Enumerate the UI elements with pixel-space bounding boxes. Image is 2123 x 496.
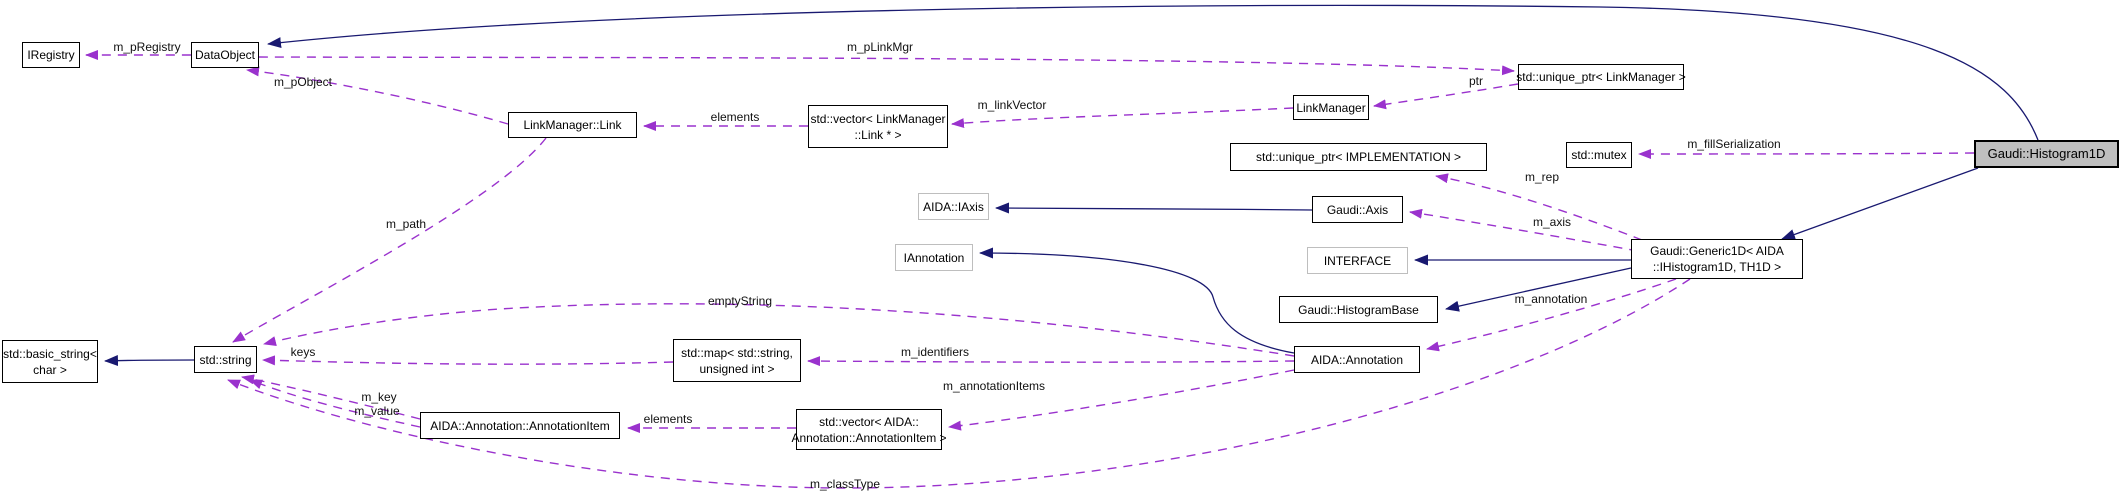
edge-m-value-usage-arrow [249, 379, 421, 428]
node-label-line: ::IHistogram1D, TH1D > [1652, 260, 1782, 274]
edge-m-identifiers-usage-arrow [807, 356, 1295, 367]
node-label-line: Gaudi::Generic1D< AIDA [1650, 244, 1784, 258]
edge-label-m-identifiers: m_identifiers [900, 345, 970, 359]
node-label-line: std::vector< LinkManager [810, 111, 946, 126]
node-label-line: Annotation::AnnotationItem > [791, 430, 947, 445]
edge-label-m-pobject: m_pObject [273, 75, 333, 89]
node-dataobject[interactable]: DataObject [191, 42, 259, 68]
node-aida-iaxis: AIDA::IAxis [918, 193, 989, 220]
node-interface: INTERFACE [1307, 247, 1408, 274]
edge-emptystring-usage-arrow [263, 303, 1295, 357]
node-label-line: DataObject [194, 48, 256, 62]
node-label-line: IRegistry [27, 48, 75, 62]
edge-keys-usage-arrow [262, 355, 674, 366]
node-label-line: std::map< std::string, [681, 345, 793, 360]
node-label-line: unsigned int > [699, 361, 775, 376]
edge-m-rep-usage-arrow [1435, 173, 1643, 241]
node-label-line: Gaudi::Axis [1326, 202, 1389, 217]
node-iannotation: IAnnotation [895, 244, 973, 271]
node-gaudi-histogrambase[interactable]: Gaudi::HistogramBase [1279, 296, 1438, 323]
node-vector-annotation-item[interactable]: std::vector< AIDA::Annotation::Annotatio… [791, 409, 947, 450]
edge-inherit-iaxis-inheritance-arrow [995, 202, 1313, 214]
edge-label-keys: keys [290, 345, 316, 359]
node-label-line: std::basic_string< [3, 346, 97, 361]
node-std-map[interactable]: std::map< std::string,unsigned int > [673, 339, 801, 382]
edge-label-m-classtype: m_classType [809, 477, 881, 491]
node-iregistry[interactable]: IRegistry [22, 42, 80, 68]
edge-label-m-linkvector: m_linkVector [977, 98, 1047, 112]
edge-m-annotation-usage-arrow [1426, 278, 1677, 352]
node-std-basic-string[interactable]: std::basic_string<char > [2, 340, 98, 383]
edge-label-m-pregistry: m_pRegistry [113, 40, 181, 54]
node-gaudi-axis[interactable]: Gaudi::Axis [1312, 196, 1403, 223]
edge-label-elements-items: elements [643, 412, 693, 426]
node-aida-annotation[interactable]: AIDA::Annotation [1294, 346, 1420, 373]
node-label-line: IAnnotation [903, 250, 965, 265]
edge-m-linkvector-usage-arrow [951, 107, 1294, 129]
edge-label-m-annotation: m_annotation [1514, 292, 1588, 306]
node-annotation-item[interactable]: AIDA::Annotation::AnnotationItem [420, 412, 620, 439]
node-vector-linkmanager-link[interactable]: std::vector< LinkManager::Link * > [808, 105, 948, 148]
node-unique-ptr-implementation[interactable]: std::unique_ptr< IMPLEMENTATION > [1230, 143, 1487, 171]
edge-m-classtype-usage-arrow [227, 278, 1691, 489]
node-linkmanager[interactable]: LinkManager [1293, 95, 1369, 120]
edge-label-ptr: ptr [1468, 74, 1484, 88]
edge-m-plinkmgr-usage-arrow [258, 56, 1515, 76]
edge-label-m-value: m_value [354, 404, 400, 418]
node-label-line: AIDA::Annotation [1310, 352, 1404, 367]
node-label-line: Gaudi::Histogram1D [1987, 146, 2106, 161]
node-label-line: AIDA::IAxis [923, 199, 984, 214]
edge-label-m-key: m_key [361, 390, 397, 404]
node-std-string[interactable]: std::string [194, 346, 257, 373]
node-label-line: std::string [199, 352, 252, 367]
node-unique-ptr-linkmanager[interactable]: std::unique_ptr< LinkManager > [1516, 64, 1686, 90]
node-label-line: Gaudi::HistogramBase [1298, 302, 1419, 317]
node-std-mutex[interactable]: std::mutex [1566, 142, 1632, 168]
edge-m-pobject-usage-arrow [246, 66, 509, 125]
edge-m-fillserialization-usage-arrow [1638, 148, 1975, 159]
node-label-line: AIDA::Annotation::AnnotationItem [430, 418, 610, 433]
edge-label-m-rep: m_rep [1524, 170, 1560, 184]
edge-inherit-basic-string-inheritance-arrow [104, 355, 195, 367]
edge-label-elements-links: elements [710, 110, 760, 124]
edge-label-emptystring: emptyString [707, 294, 773, 308]
edge-m-path-usage-arrow [232, 137, 547, 343]
node-label-line: std::mutex [1571, 148, 1627, 162]
node-label-line: std::vector< AIDA:: [819, 414, 919, 429]
edge-label-m-axis: m_axis [1532, 215, 1572, 229]
edge-label-m-fillserialization: m_fillSerialization [1687, 137, 1781, 151]
edge-m-annotationitems-usage-arrow [948, 369, 1295, 431]
node-label-line: char > [33, 362, 67, 377]
edge-m-axis-usage-arrow [1409, 208, 1639, 252]
node-gaudi-histogram1d: Gaudi::Histogram1D [1974, 140, 2119, 168]
edge-label-m-plinkmgr: m_pLinkMgr [846, 40, 914, 54]
edge-label-m-path: m_path [385, 217, 427, 231]
edge-label-m-annotationitems: m_annotationItems [942, 379, 1046, 393]
edge-inherit-histogrambase-inheritance-arrow [1445, 267, 1632, 312]
edge-inherit-dataobject-inheritance-arrow [267, 4, 2039, 141]
node-label-line: std::unique_ptr< LinkManager > [1516, 70, 1686, 84]
node-label-line: ::Link * > [854, 127, 902, 142]
edge-inherit-iannotation-inheritance-arrow [979, 247, 1295, 354]
node-label-line: LinkManager [1296, 100, 1366, 115]
edge-inherit-generic1d-inheritance-arrow [1781, 167, 1979, 240]
node-gaudi-generic1d[interactable]: Gaudi::Generic1D< AIDA::IHistogram1D, TH… [1631, 239, 1803, 279]
node-linkmanager-link[interactable]: LinkManager::Link [508, 112, 637, 138]
node-label-line: std::unique_ptr< IMPLEMENTATION > [1256, 150, 1461, 164]
node-label-line: LinkManager::Link [523, 118, 622, 132]
edge-ptr-usage-arrow [1373, 83, 1519, 110]
node-label-line: INTERFACE [1323, 253, 1392, 268]
